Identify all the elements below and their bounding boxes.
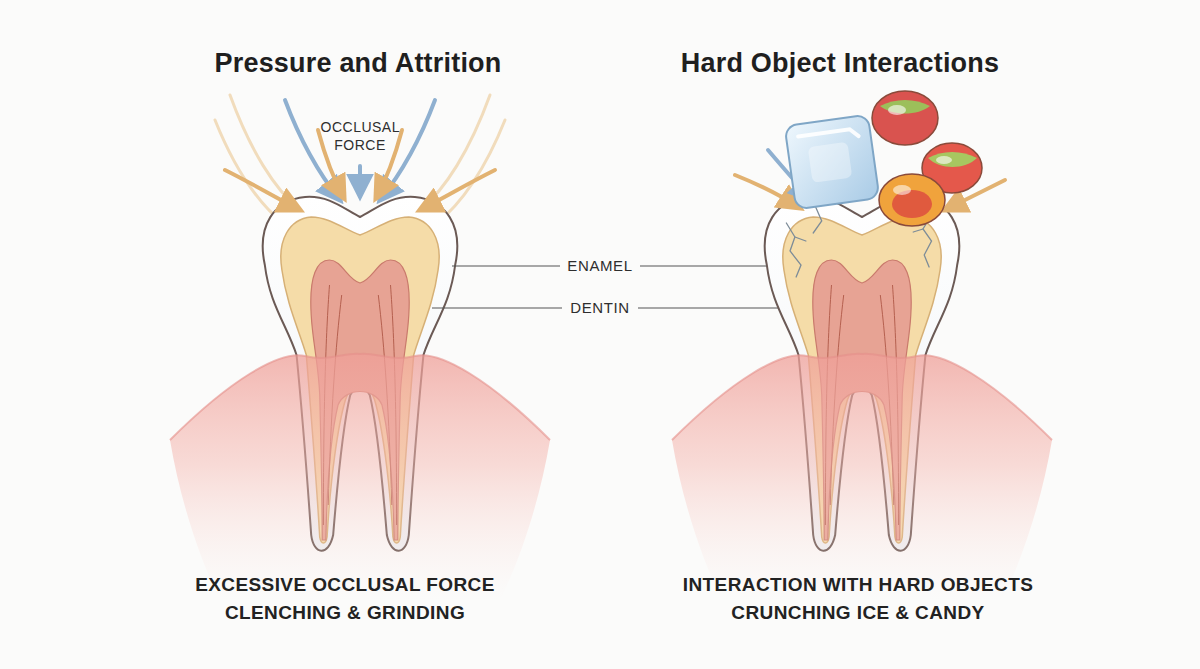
panel-caption: CRUNCHING ICE & CANDY [731, 602, 984, 624]
panel-heading: Hard Object Interactions [681, 48, 999, 79]
panel-caption: INTERACTION WITH HARD OBJECTS [683, 574, 1033, 596]
force-label: OCCLUSAL FORCE [321, 118, 400, 154]
panel-caption: CLENCHING & GRINDING [225, 602, 465, 624]
panel-heading: Pressure and Attrition [215, 48, 502, 79]
panel-caption: EXCESSIVE OCCLUSAL FORCE [195, 574, 495, 596]
part-label: DENTIN [568, 299, 631, 316]
part-label: ENAMEL [565, 257, 634, 274]
